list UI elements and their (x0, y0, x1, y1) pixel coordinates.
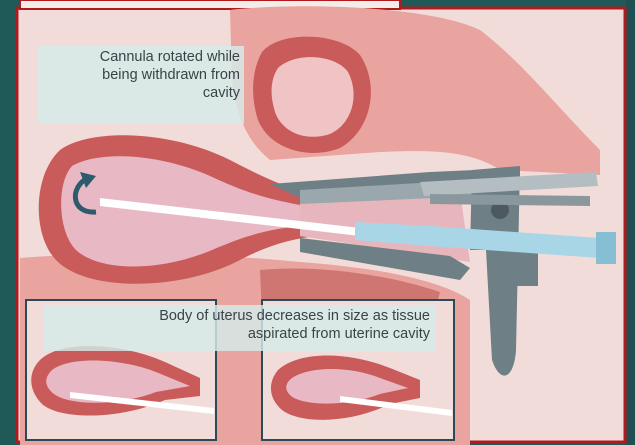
syringe-plunger (596, 232, 616, 264)
aspiration-callout-line-2: aspirated from uterine cavity (44, 325, 430, 343)
rotation-callout: Cannula rotated while being withdrawn fr… (38, 46, 244, 124)
aspiration-callout: Body of uterus decreases in size as tiss… (44, 305, 436, 351)
aspiration-callout-line-1: Body of uterus decreases in size as tiss… (44, 307, 430, 325)
left-edge-bar (0, 0, 16, 445)
tenaculum-rod-lower (430, 194, 590, 206)
right-edge-bar (626, 0, 635, 445)
rotation-callout-line-1: Cannula rotated while (38, 48, 240, 66)
speculum-lock (508, 250, 538, 286)
bladder-lumen (272, 57, 354, 137)
rotation-callout-line-2: being withdrawn from (38, 66, 240, 84)
rotation-callout-line-3: cavity (38, 84, 240, 102)
